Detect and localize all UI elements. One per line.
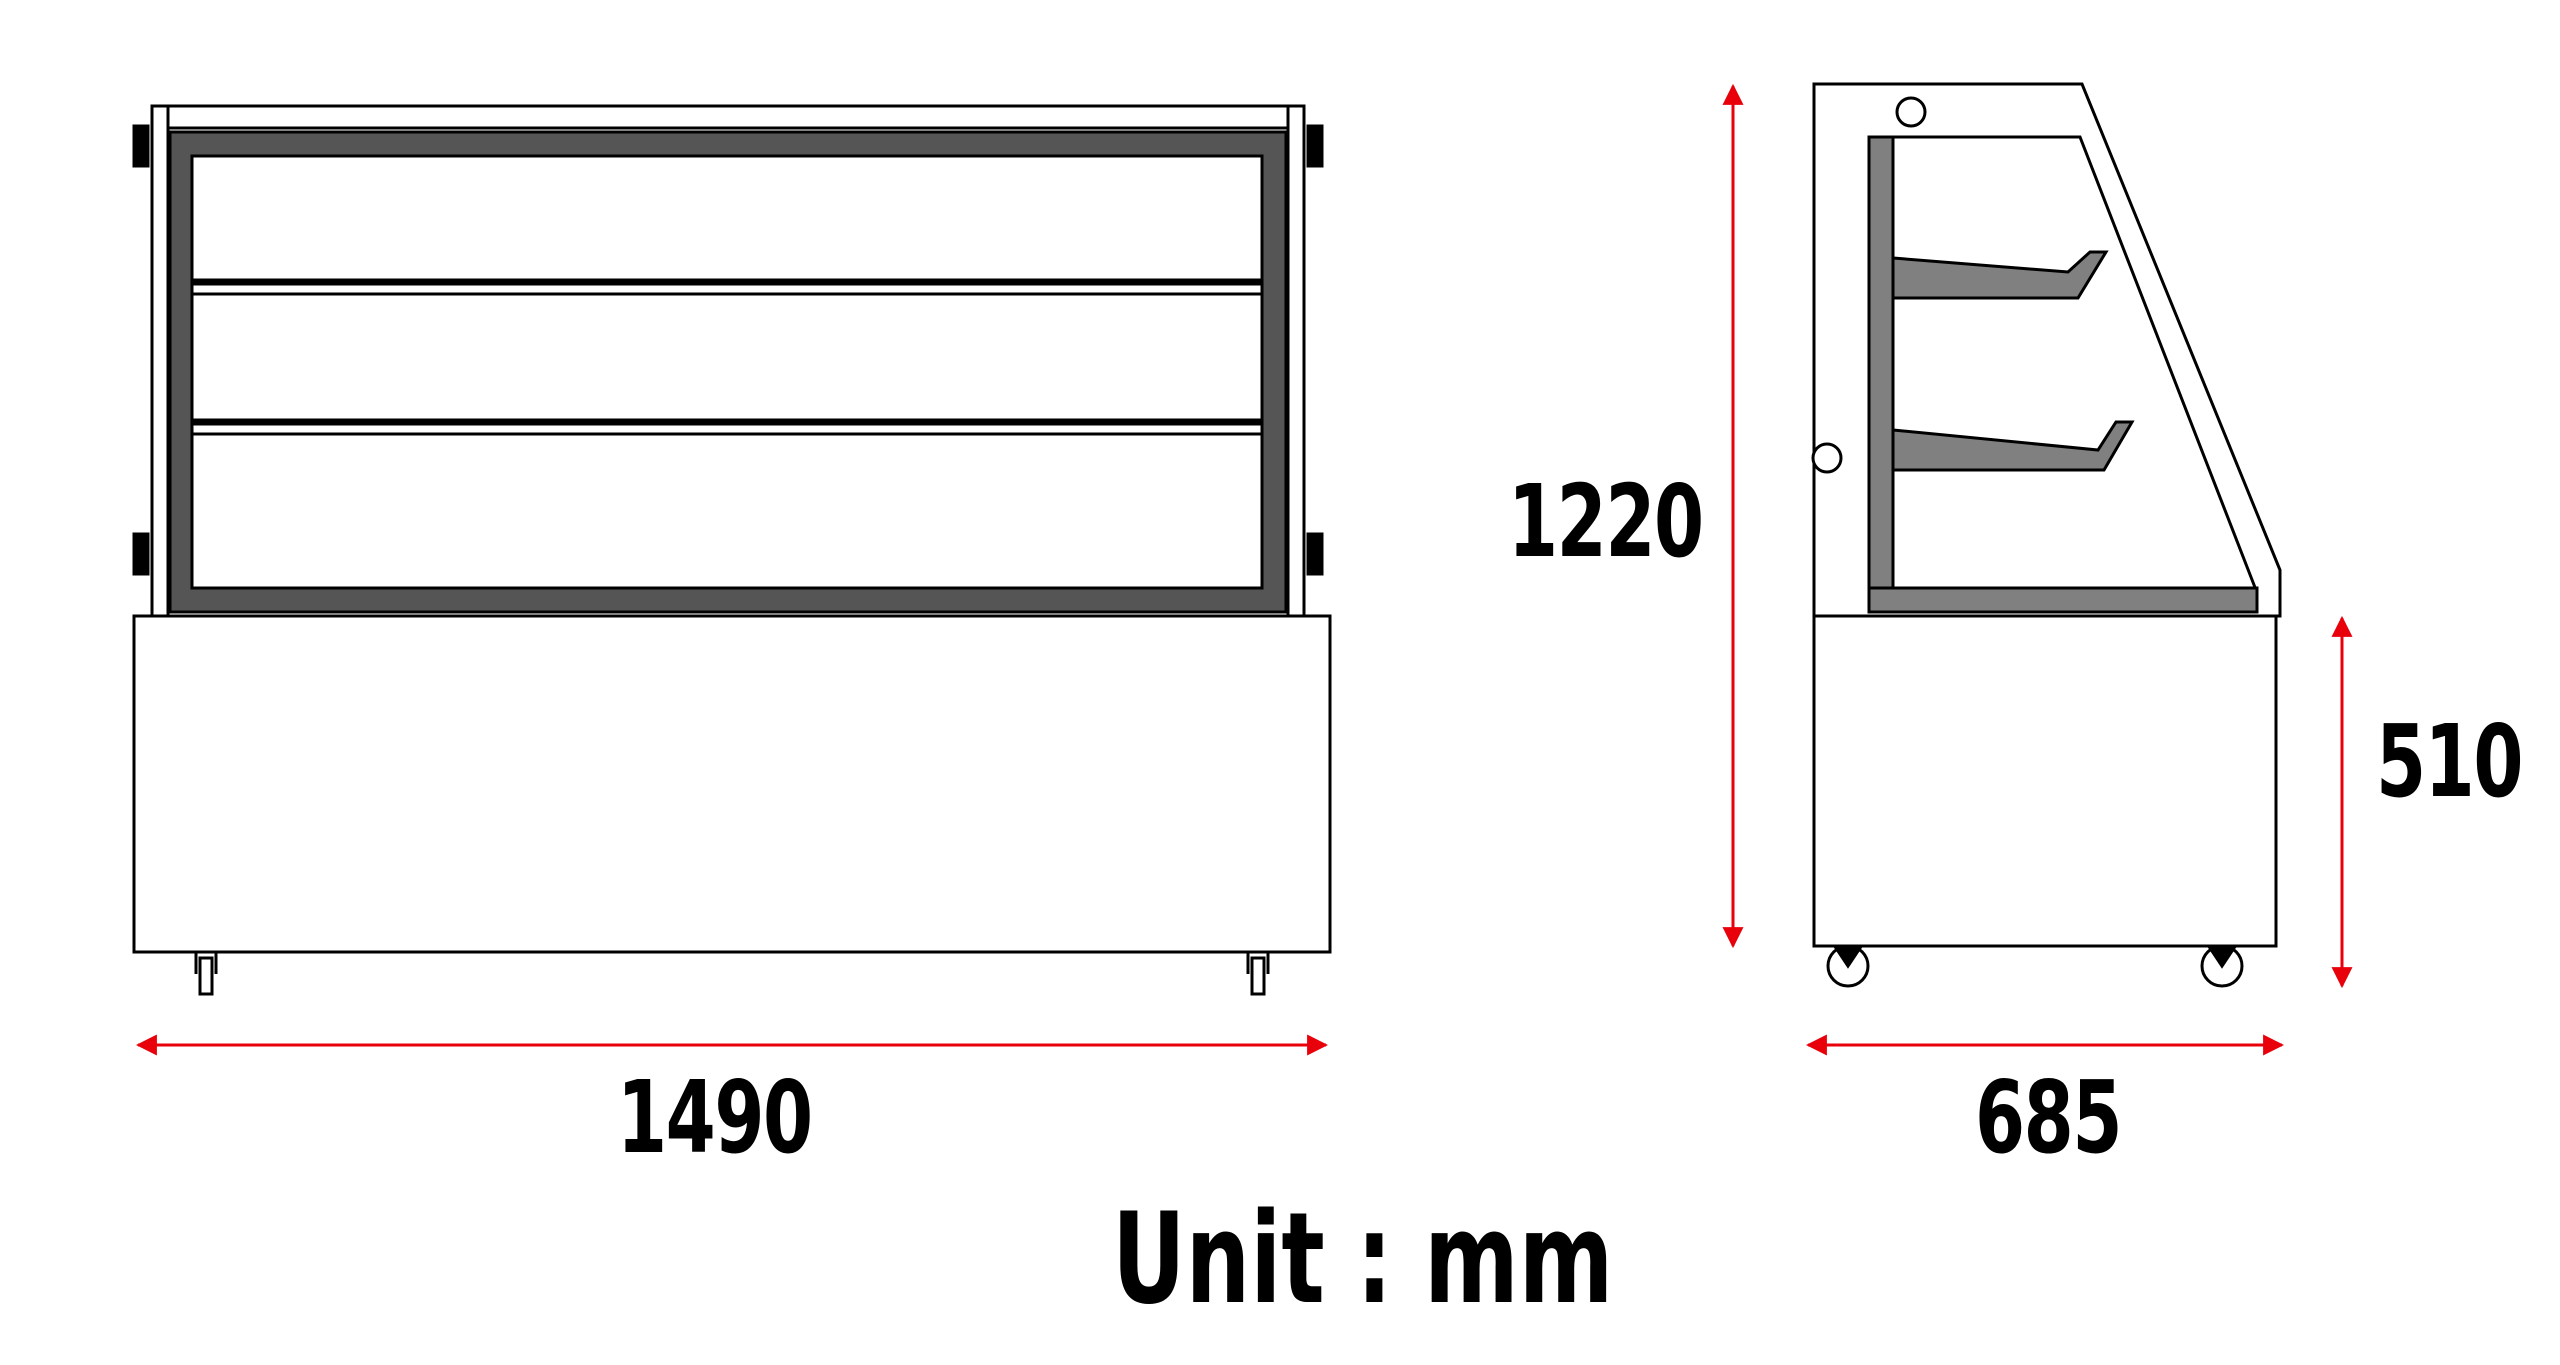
side-back-panel [1867, 135, 1895, 591]
side-depth-label: 685 [1975, 1059, 2122, 1176]
front-bracket-bottom-right [1306, 532, 1324, 576]
front-base-cabinet [132, 614, 1332, 954]
dimension-arrows [135, 83, 2353, 1056]
front-width-label: 1490 [617, 1059, 813, 1176]
front-bracket-bottom-left [132, 532, 150, 576]
side-display-outline [1812, 82, 2282, 618]
side-glass-inner [1872, 135, 2258, 591]
front-right-post [1286, 104, 1306, 618]
front-bracket-top-right [1306, 124, 1324, 168]
front-left-post [150, 104, 170, 618]
side-view [1811, 82, 2282, 988]
front-foot-left [190, 950, 222, 996]
side-base-cabinet [1812, 614, 2278, 948]
unit-label: Unit : mm [1112, 1185, 1614, 1332]
front-view [132, 104, 1332, 996]
side-bottom-deck [1867, 586, 2259, 614]
side-shelf-upper [1891, 250, 2109, 300]
side-caster-right [2200, 944, 2244, 988]
side-knob-top [1895, 96, 1927, 128]
side-caster-left [1826, 944, 1870, 988]
total-height-label: 1220 [1508, 463, 1704, 580]
side-shelf-lower [1891, 420, 2135, 472]
front-display-frame [168, 130, 1288, 614]
side-knob-middle [1811, 442, 1843, 474]
front-top-cap [150, 104, 1306, 130]
base-height-label: 510 [2376, 703, 2523, 820]
front-foot-right [1242, 950, 1274, 996]
front-bracket-top-left [132, 124, 150, 168]
